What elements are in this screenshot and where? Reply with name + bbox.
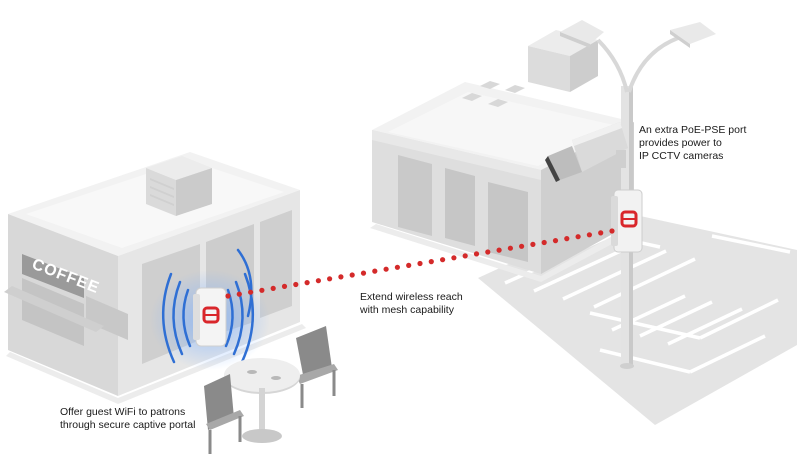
mesh-link-dot: [508, 246, 513, 251]
guest-wifi-caption: Offer guest WiFi to patrons through secu…: [60, 406, 195, 432]
mesh-link-dot: [485, 249, 490, 254]
mesh-link-dot: [361, 271, 366, 276]
mesh-link-dot: [350, 272, 355, 277]
caption-line: Offer guest WiFi to patrons: [60, 406, 195, 419]
caption-line: Extend wireless reach: [360, 291, 463, 304]
mesh-link-dot: [542, 240, 547, 245]
mesh-link-dot: [440, 257, 445, 262]
mesh-link-dot: [293, 282, 298, 287]
mesh-link-dot: [338, 274, 343, 279]
mesh-link-dot: [587, 232, 592, 237]
caption-line: with mesh capability: [360, 304, 463, 317]
mesh-link-dot: [429, 259, 434, 264]
mesh-link-dot: [395, 265, 400, 270]
mesh-link-dot: [327, 276, 332, 281]
mesh-link-dot: [372, 269, 377, 274]
caption-line: provides power to: [639, 137, 746, 150]
mesh-link-dot: [553, 238, 558, 243]
caption-line: An extra PoE-PSE port: [639, 124, 746, 137]
mesh-link-dot: [305, 280, 310, 285]
mesh-link-dot: [530, 242, 535, 247]
chair-right: [296, 326, 338, 408]
mesh-link-dot: [237, 292, 242, 297]
mesh-link-dot: [259, 288, 264, 293]
mesh-link-dot: [474, 251, 479, 256]
mesh-link-dot: [564, 236, 569, 241]
mesh-link-dot: [497, 248, 502, 253]
mesh-link-dot: [406, 263, 411, 268]
caption-line: through secure captive portal: [60, 419, 195, 432]
mesh-caption: Extend wireless reach with mesh capabili…: [360, 291, 463, 317]
storefront-access-point-icon: [193, 288, 226, 346]
mesh-link-dot: [384, 267, 389, 272]
mesh-link-dot: [417, 261, 422, 266]
caption-line: IP CCTV cameras: [639, 150, 746, 163]
mesh-link-dot: [598, 230, 603, 235]
mesh-link-dot: [225, 293, 230, 298]
mesh-link-dot: [316, 278, 321, 283]
mesh-link-dot: [451, 255, 456, 260]
mesh-link-dot: [282, 284, 287, 289]
poe-caption: An extra PoE-PSE port provides power to …: [639, 124, 746, 163]
mesh-link-dot: [519, 244, 524, 249]
mesh-link-dot: [463, 253, 468, 258]
mesh-link-dot: [248, 290, 253, 295]
mesh-link-dot: [271, 286, 276, 291]
access-point-icon: [611, 190, 642, 252]
cafe-table: [224, 358, 300, 443]
mesh-link-dot: [576, 234, 581, 239]
mesh-link-dot: [609, 228, 614, 233]
